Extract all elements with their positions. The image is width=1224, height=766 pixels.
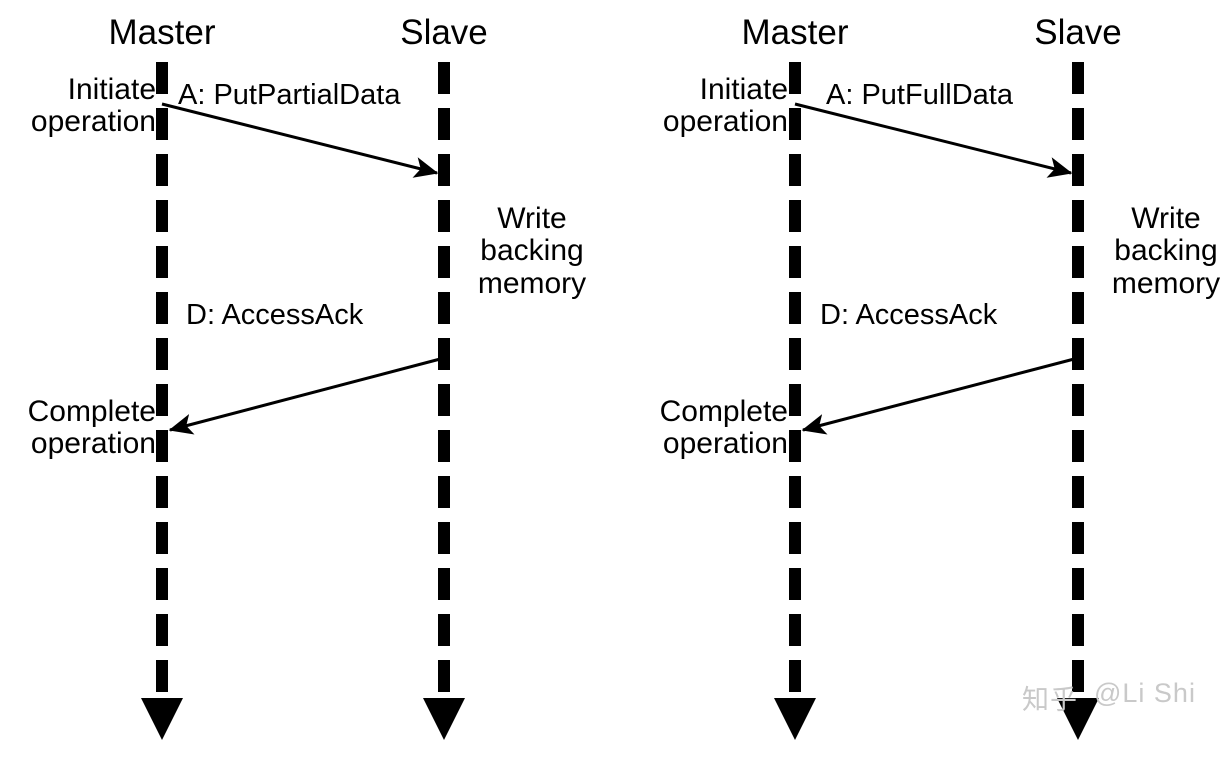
actor-title-master: Master [741,13,849,52]
right-panel-group [774,62,1099,740]
note-initiate-operation: Initiate operation [30,73,156,139]
message-arrow-response [801,356,1079,435]
note-write-backing-memory: Write backing memory [477,202,587,300]
lifeline-slave [1057,62,1099,740]
lifeline-slave [423,62,465,740]
message-label-response: D: AccessAck [186,299,364,331]
note-initiate-operation: Initiate operation [662,73,788,139]
watermark-author-handle: @Li Shi [1094,678,1196,708]
message-label-request: A: PutPartialData [178,79,401,111]
message-label-request: A: PutFullData [826,79,1013,111]
note-write-backing-memory: Write backing memory [1111,202,1221,300]
lifeline-master-end-arrow-icon [774,698,816,740]
actor-title-slave: Slave [1034,13,1122,52]
actor-title-slave: Slave [400,13,488,52]
note-complete-operation: Complete operation [27,395,156,461]
watermark-zhihu-logo: 知乎 [1022,685,1078,715]
lifeline-master [141,62,183,740]
message-arrow-response [168,356,445,435]
message-label-response: D: AccessAck [820,299,998,331]
lifeline-slave-end-arrow-icon [1057,698,1099,740]
actor-title-master: Master [108,13,216,52]
lifeline-slave-end-arrow-icon [423,698,465,740]
lifeline-master [774,62,816,740]
message-arrow-request [794,102,1073,178]
note-complete-operation: Complete operation [659,395,788,461]
left-panel-group [141,62,465,740]
lifeline-master-end-arrow-icon [141,698,183,740]
message-arrow-request [161,102,439,178]
